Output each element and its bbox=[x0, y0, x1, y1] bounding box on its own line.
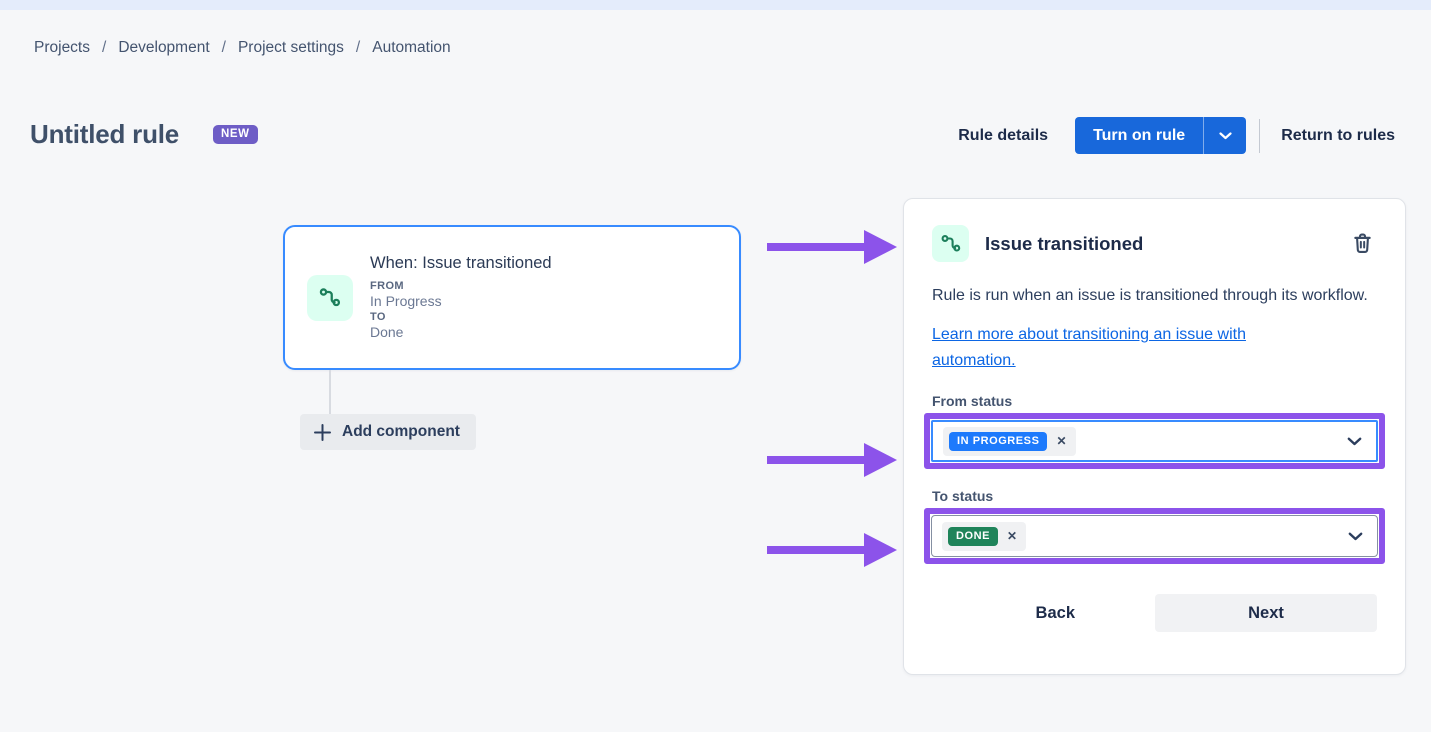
breadcrumb-automation[interactable]: Automation bbox=[372, 39, 451, 56]
panel-title: Issue transitioned bbox=[985, 232, 1144, 254]
page-title: Untitled rule bbox=[30, 119, 180, 149]
to-status-chip[interactable]: DONE ✕ bbox=[942, 521, 1027, 551]
annotation-arrow-trigger bbox=[767, 230, 897, 264]
trigger-node-card[interactable]: When: Issue transitioned FROM In Progres… bbox=[283, 225, 741, 370]
annotation-arrow-to-status bbox=[767, 533, 897, 567]
header-actions: Rule details Turn on rule Return to rule… bbox=[958, 117, 1395, 154]
from-status-select[interactable]: IN PROGRESS ✕ bbox=[931, 420, 1378, 462]
panel-description: Rule is run when an issue is transitione… bbox=[932, 287, 1368, 304]
chevron-down-icon[interactable] bbox=[1347, 437, 1362, 446]
breadcrumb-separator: / bbox=[355, 39, 361, 56]
issue-transitioned-icon bbox=[307, 274, 353, 321]
breadcrumb: Projects / Development / Project setting… bbox=[34, 39, 451, 57]
annotation-arrow-from-status bbox=[767, 443, 897, 477]
trigger-from-value: In Progress bbox=[370, 292, 442, 309]
return-to-rules-button[interactable]: Return to rules bbox=[1281, 126, 1395, 144]
trigger-config-panel: Issue transitioned Rule is run when an i… bbox=[903, 198, 1406, 675]
from-status-chip[interactable]: IN PROGRESS ✕ bbox=[943, 426, 1076, 456]
trigger-to-label: TO bbox=[370, 310, 386, 323]
node-connector-line bbox=[329, 370, 331, 414]
top-strip bbox=[0, 0, 1431, 10]
trigger-card-text: When: Issue transitioned FROM In Progres… bbox=[370, 254, 552, 342]
learn-more-link[interactable]: Learn more about transitioning an issue … bbox=[932, 326, 1246, 370]
header-divider bbox=[1259, 118, 1261, 153]
trigger-card-title: When: Issue transitioned bbox=[370, 253, 552, 272]
chevron-down-icon[interactable] bbox=[1348, 532, 1363, 541]
breadcrumb-separator: / bbox=[102, 39, 107, 56]
annotation-highlight-to-status: DONE ✕ bbox=[924, 508, 1385, 564]
turn-on-rule-button[interactable]: Turn on rule bbox=[1075, 117, 1204, 154]
panel-footer: Back Next bbox=[932, 594, 1377, 632]
plus-icon bbox=[313, 423, 332, 442]
new-badge: NEW bbox=[213, 125, 258, 144]
in-progress-lozenge: IN PROGRESS bbox=[949, 431, 1048, 451]
from-status-label: From status bbox=[932, 393, 1013, 409]
next-button[interactable]: Next bbox=[1155, 594, 1377, 632]
trigger-to-value: Done bbox=[370, 323, 404, 340]
to-status-label: To status bbox=[932, 488, 994, 504]
add-component-label: Add component bbox=[342, 423, 460, 440]
chevron-down-icon bbox=[1219, 127, 1232, 145]
done-lozenge: DONE bbox=[948, 526, 998, 546]
turn-on-rule-dropdown-button[interactable] bbox=[1203, 117, 1247, 154]
breadcrumb-project-settings[interactable]: Project settings bbox=[237, 39, 344, 56]
to-status-select[interactable]: DONE ✕ bbox=[931, 515, 1378, 557]
turn-on-rule-split-button: Turn on rule bbox=[1075, 117, 1247, 154]
add-component-button[interactable]: Add component bbox=[300, 414, 476, 450]
remove-chip-icon[interactable]: ✕ bbox=[1006, 529, 1018, 543]
panel-header: Issue transitioned bbox=[932, 225, 1377, 262]
remove-chip-icon[interactable]: ✕ bbox=[1056, 434, 1067, 448]
trigger-from-label: FROM bbox=[370, 279, 404, 292]
breadcrumb-projects[interactable]: Projects bbox=[34, 39, 90, 56]
back-button[interactable]: Back bbox=[1035, 603, 1075, 622]
breadcrumb-development[interactable]: Development bbox=[118, 39, 210, 56]
rule-details-button[interactable]: Rule details bbox=[958, 126, 1049, 144]
delete-trigger-button[interactable] bbox=[1348, 229, 1377, 258]
annotation-highlight-from-status: IN PROGRESS ✕ bbox=[924, 413, 1385, 469]
trash-icon bbox=[1350, 231, 1375, 256]
breadcrumb-separator: / bbox=[221, 39, 226, 56]
issue-transitioned-icon bbox=[932, 225, 969, 262]
